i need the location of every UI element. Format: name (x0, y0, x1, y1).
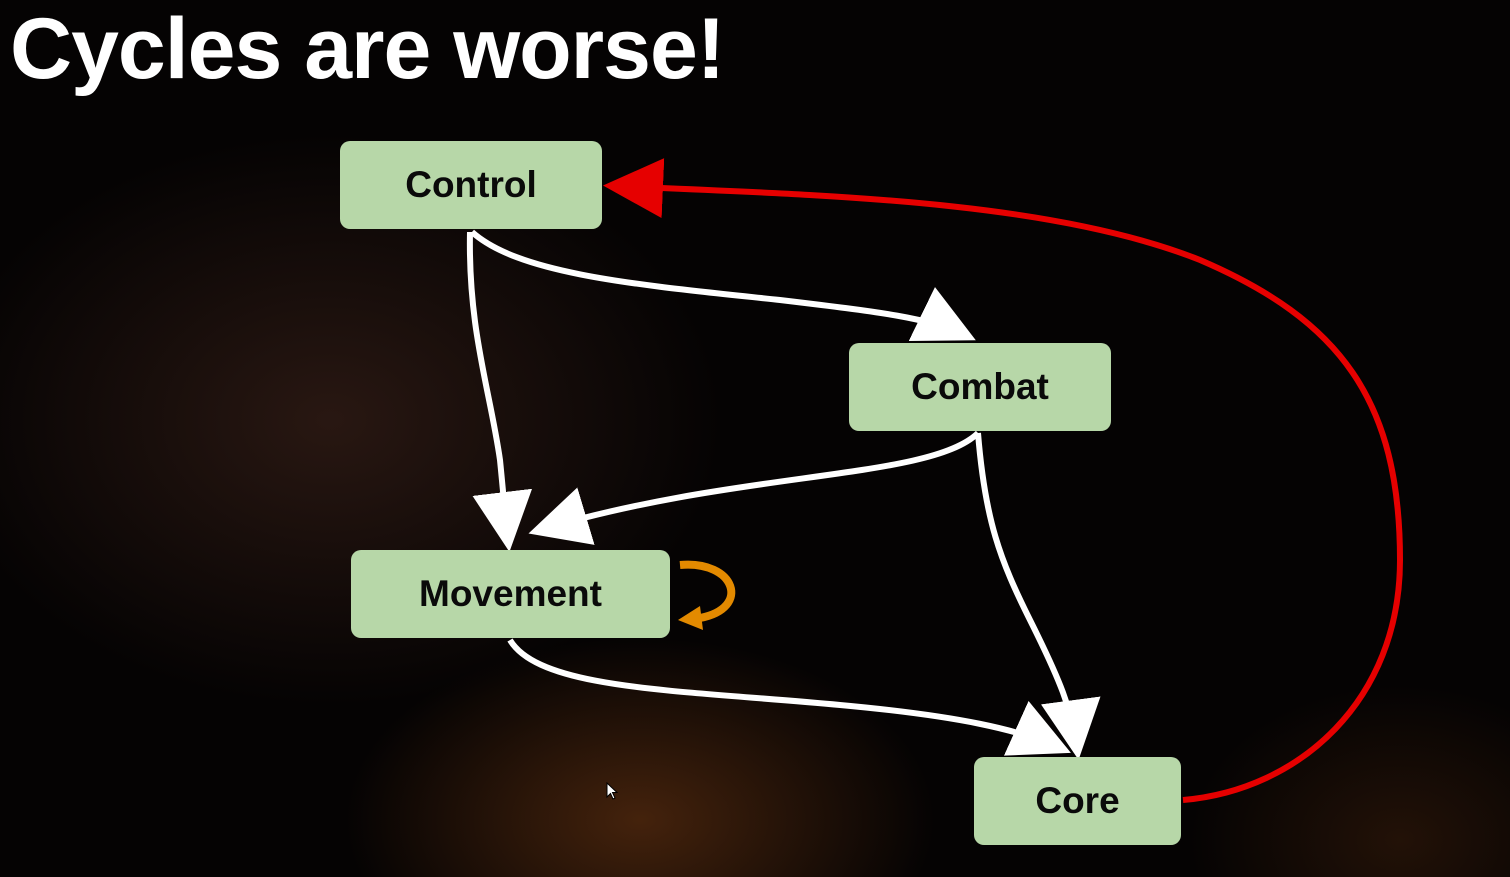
node-combat: Combat (849, 343, 1111, 431)
self-loop-movement-icon (679, 560, 736, 622)
node-control-label: Control (405, 164, 537, 205)
slide-title: Cycles are worse! (10, 1, 725, 97)
edge-combat-to-core (975, 432, 1101, 760)
edge-movement-to-core (507, 638, 1071, 756)
edge-core-to-control-cycle (603, 158, 1404, 803)
self-loop-arrowhead-icon (678, 606, 703, 630)
node-core: Core (974, 757, 1181, 845)
node-core-label: Core (1035, 780, 1120, 821)
edge-combat-to-movement (528, 430, 981, 545)
mouse-cursor-icon (606, 782, 619, 800)
edge-control-to-combat (470, 229, 976, 342)
node-movement-label: Movement (419, 573, 602, 614)
node-combat-label: Combat (911, 366, 1049, 407)
edge-control-to-movement (466, 231, 533, 552)
node-control: Control (340, 141, 602, 229)
node-movement: Movement (351, 550, 670, 638)
